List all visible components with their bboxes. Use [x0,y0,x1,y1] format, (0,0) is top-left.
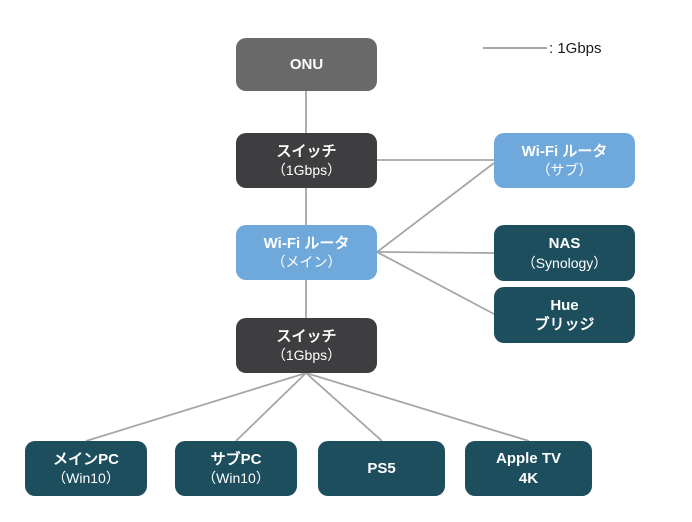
node-wifi-router-main: Wi-Fi ルータ （メイン） [236,225,377,280]
node-subtitle: （Win10） [52,470,120,486]
node-ps5: PS5 [318,441,445,496]
edge-wifi-router-main-nas [376,251,495,254]
node-apple-tv: Apple TV 4K [465,441,592,496]
node-subtitle: （1Gbps） [271,162,342,178]
legend-label: : 1Gbps [549,39,602,57]
node-title: Apple TV 4K [495,450,561,487]
edge-switch-lower-ps5 [305,372,383,442]
node-title: スイッチ [276,142,337,160]
node-nas: NAS（Synology） [494,225,635,281]
node-title: NAS [548,235,581,253]
node-main-pc: メインPC （Win10） [25,441,147,496]
node-title: メインPC [53,450,119,468]
node-switch-lower: スイッチ （1Gbps） [236,318,377,373]
node-subtitle: （サブ） [536,162,593,178]
edge-switch-lower-sub-pc [235,372,307,442]
node-subtitle: （メイン） [271,254,342,270]
node-sub-pc: サブPC （Win10） [175,441,297,496]
node-subtitle: （1Gbps） [271,347,342,363]
edge-switch-lower-main-pc [85,372,307,442]
legend: : 1Gbps [483,38,602,58]
node-title: Wi-Fi ルータ [521,142,608,160]
node-subtitle: （Synology） [521,254,608,271]
node-title: サブPC [210,450,262,468]
edge-wifi-router-main-wifi-router-sub [376,162,495,253]
node-title: スイッチ [276,327,337,345]
edge-wifi-router-main-hue-bridge [376,251,495,315]
node-subtitle: （Win10） [202,470,270,486]
edge-switch-lower-apple-tv [305,372,530,442]
node-title: Hue ブリッジ [534,296,595,333]
node-title: ONU [289,55,324,73]
node-switch-upper: スイッチ （1Gbps） [236,133,377,188]
node-onu: ONU [236,38,377,91]
node-hue-bridge: Hue ブリッジ [494,287,635,343]
node-wifi-router-sub: Wi-Fi ルータ （サブ） [494,133,635,188]
node-title: Wi-Fi ルータ [263,234,350,252]
node-title: PS5 [367,459,396,477]
legend-line-sample [483,47,547,49]
